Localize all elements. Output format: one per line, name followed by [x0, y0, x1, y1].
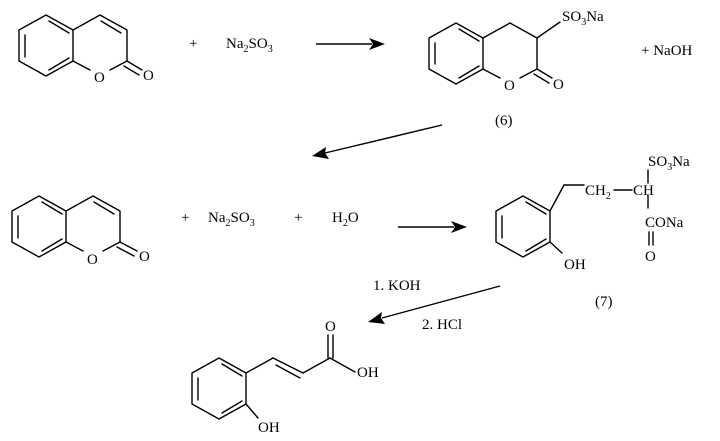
plus-sign: +: [294, 210, 302, 226]
aromatic-double-bond: [221, 400, 243, 414]
carbonyl-bond: [536, 68, 553, 79]
benzene-ring: [428, 22, 484, 85]
reaction-arrow-2: [312, 124, 443, 159]
aromatic-double-bond: [48, 20, 70, 34]
carbonyl-bond: [533, 73, 550, 84]
carboxylic-hydroxyl: OH: [357, 365, 379, 381]
lactone-ring: [482, 22, 538, 79]
sodium-sulfite-reagent: Na2SO3: [208, 210, 255, 229]
ring-oxygen: O: [504, 78, 515, 94]
aromatic-double-bond: [458, 28, 480, 42]
lactone-ring: [65, 195, 121, 252]
carbonyl-oxygen: O: [139, 249, 150, 265]
coumarin-reactant-middle: O O: [11, 195, 150, 268]
carbonyl-oxygen: O: [143, 68, 154, 84]
carbonyl-bond: [126, 60, 143, 71]
aromatic-double-bond: [41, 201, 63, 215]
carbonyl-bond: [123, 65, 140, 76]
phenol-group: OH: [564, 257, 586, 273]
coumarin-reactant-top: O O: [18, 14, 154, 86]
carbonyl-oxygen: O: [645, 249, 656, 265]
c3-c4-double-bond: [100, 20, 122, 34]
coumaric-acid-product: O OH OH: [191, 319, 379, 436]
carbonyl-bond: [116, 246, 135, 257]
water-reagent: H2O: [332, 210, 359, 229]
aromatic-double-bond: [525, 238, 547, 252]
carbonyl-bond: [119, 241, 138, 252]
aromatic-double-bond: [48, 57, 70, 71]
ring-opened-product-7: CH2 CH SO3Na CONa O OH: [495, 154, 690, 273]
ring-oxygen: O: [87, 252, 98, 268]
sulfonate-adduct-6: O O SO3Na: [428, 9, 604, 94]
alkene-double-bond: [272, 357, 304, 374]
ring-oxygen: O: [94, 70, 105, 86]
methine-group: CH: [633, 183, 654, 199]
c3-c4-double-bond: [93, 201, 115, 215]
alkene-double-bond: [275, 364, 301, 379]
sulfonate-group: SO3Na: [562, 9, 604, 28]
vinyl-bond: [245, 357, 274, 374]
aromatic-double-bond: [525, 201, 547, 215]
compound-7-label: (7): [595, 294, 613, 310]
reaction-arrow-3: [398, 221, 467, 233]
methylene-group: CH2: [585, 183, 611, 202]
lactone-ring: [72, 14, 128, 71]
sodium-sulfite-reagent: Na2SO3: [226, 36, 273, 55]
benzene-ring: [191, 357, 247, 420]
phenol-group: OH: [258, 420, 280, 436]
reaction-arrow-1: [316, 38, 385, 50]
phenol-bond: [549, 241, 563, 254]
hydroxyl-bond: [329, 357, 356, 373]
benzene-ring: [18, 14, 74, 77]
plus-sign: +: [181, 210, 189, 226]
reaction-condition-koh: 1. KOH: [373, 278, 421, 294]
carboxylate-group: CONa: [645, 215, 684, 231]
sodium-hydroxide-byproduct: + NaOH: [641, 43, 693, 59]
aromatic-double-bond: [221, 363, 243, 377]
sulfonate-bond: [536, 21, 561, 39]
carbonyl-oxygen: O: [553, 77, 564, 93]
carboxyl-bond: [302, 357, 331, 374]
aromatic-double-bond: [41, 238, 63, 252]
aromatic-double-bond: [458, 65, 480, 79]
phenol-bond: [245, 403, 259, 419]
sulfonate-group: SO3Na: [648, 154, 690, 173]
benzene-ring: [11, 195, 67, 258]
compound-6-label: (6): [495, 113, 513, 129]
ring-o-bond: [65, 241, 84, 252]
side-chain-bond: [549, 184, 565, 212]
ring-o-bond: [482, 68, 501, 79]
benzene-ring: [495, 195, 551, 258]
carbonyl-oxygen: O: [325, 319, 336, 335]
plus-sign: +: [189, 36, 197, 52]
ring-o-bond: [72, 60, 91, 71]
reaction-condition-hcl: 2. HCl: [422, 317, 462, 333]
reaction-arrow-4: [368, 285, 501, 324]
